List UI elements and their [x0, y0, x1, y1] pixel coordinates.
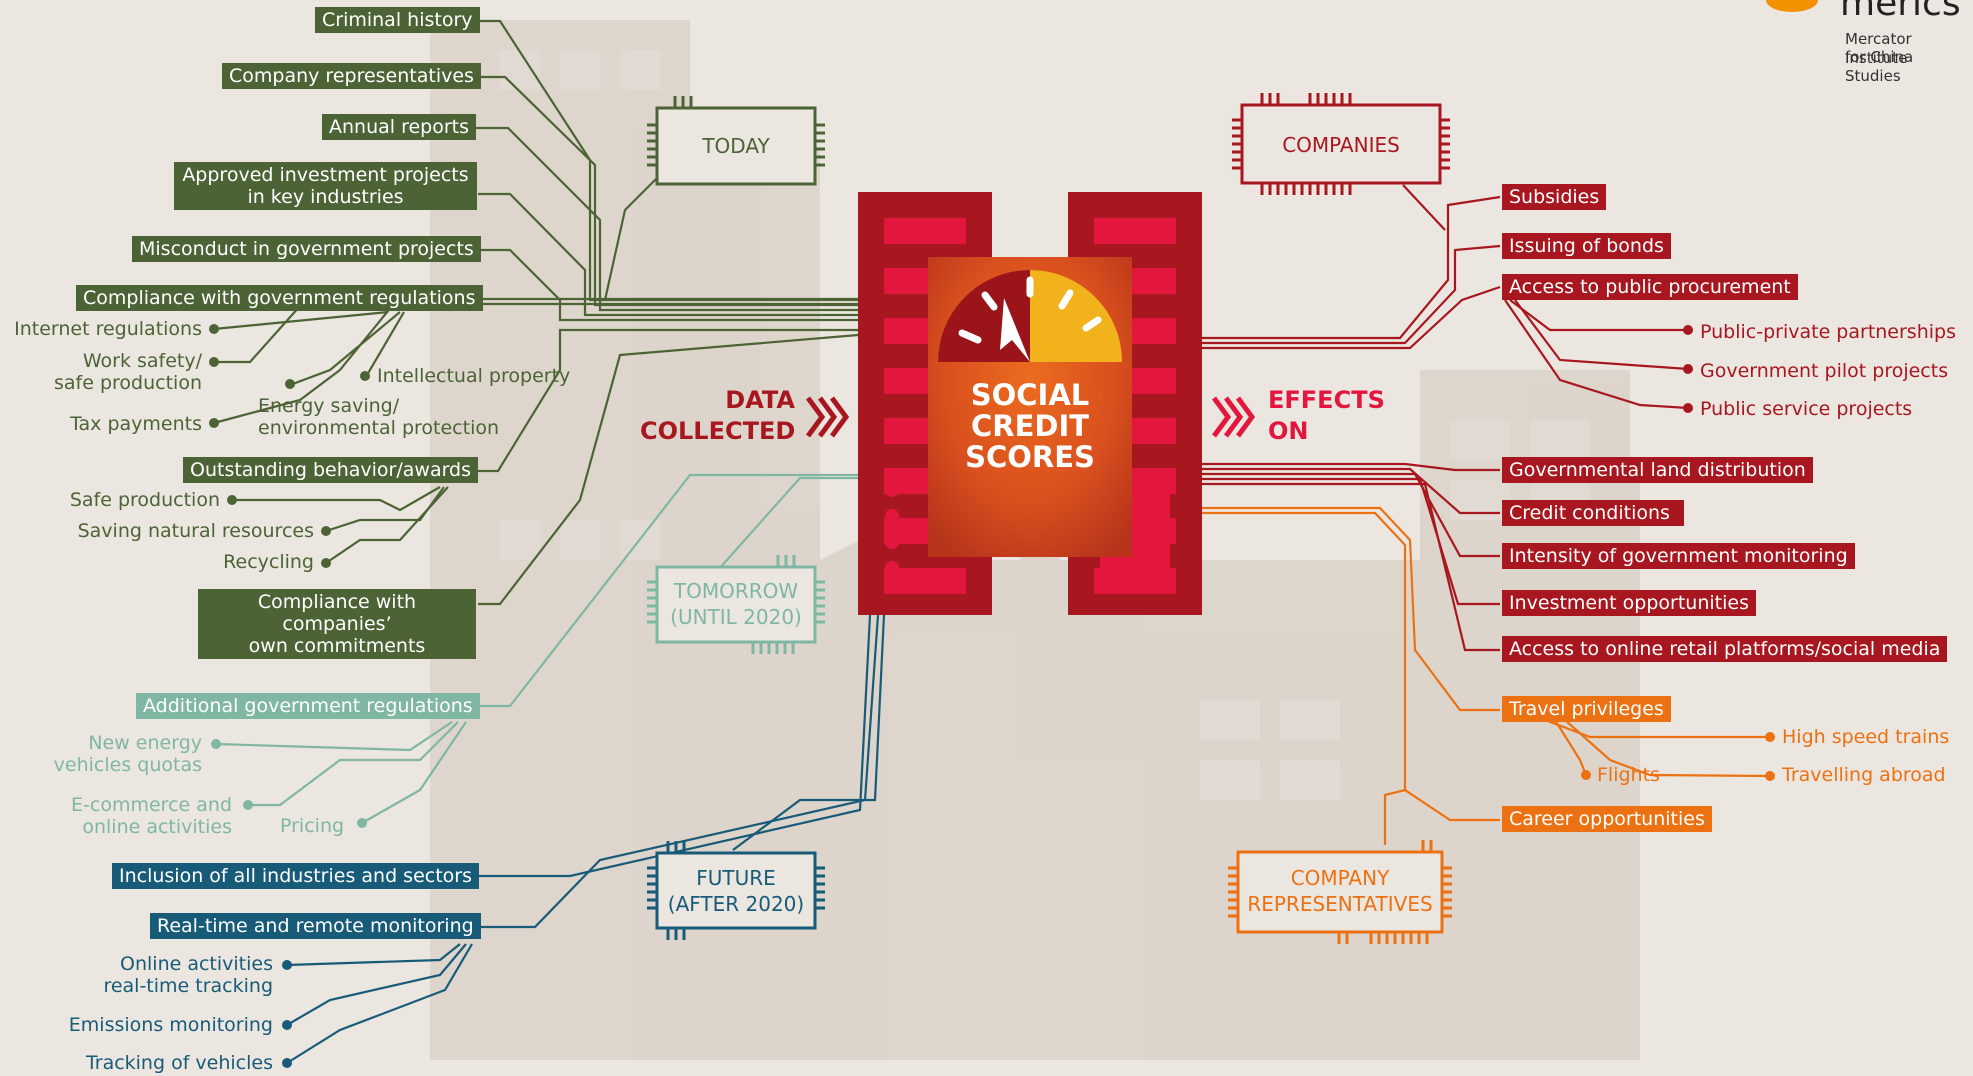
label-company-representatives: Company representatives — [222, 63, 481, 89]
effect-access-public-procurement: Access to public procurement — [1502, 274, 1798, 300]
label-additional-government-regulations: Additional government regulations — [136, 693, 480, 719]
sub-internet-regulations: Internet regulations — [8, 318, 202, 340]
sub-tracking-of-vehicles: Tracking of vehicles — [40, 1052, 273, 1074]
effect-travelling-abroad: Travelling abroad — [1782, 764, 1946, 786]
effect-governmental-land-distribution: Governmental land distribution — [1502, 457, 1813, 483]
tomorrow-chip-label: TOMORROW (UNTIL 2020) — [657, 578, 815, 630]
center-title: SOCIAL CREDIT SCORES — [928, 380, 1132, 473]
effects-on-label: EFFECTS ON — [1268, 385, 1385, 447]
label-criminal-history: Criminal history — [315, 7, 480, 33]
label-approved-investment-projects: Approved investment projects in key indu… — [174, 162, 477, 210]
sub-tax-payments: Tax payments — [8, 413, 202, 435]
merics-logo-icon — [1766, 0, 1818, 12]
label-compliance-companies-commitments: Compliance with companies’ own commitmen… — [198, 589, 476, 659]
effect-public-private-partnerships: Public-private partnerships — [1700, 321, 1956, 343]
sub-safe-production: Safe production — [20, 489, 220, 511]
data-collected-label: DATA COLLECTED — [640, 385, 795, 447]
effect-investment-opportunities: Investment opportunities — [1502, 590, 1756, 616]
effect-travel-privileges: Travel privileges — [1502, 696, 1671, 722]
today-chip-label: TODAY — [657, 133, 815, 159]
label-realtime-remote-monitoring: Real-time and remote monitoring — [150, 913, 481, 939]
brand-line-2: for China Studies — [1845, 48, 1973, 86]
effect-credit-conditions: Credit conditions — [1502, 500, 1684, 526]
future-dots — [282, 960, 292, 1068]
sub-e-commerce-online-activities: E-commerce and online activities — [20, 794, 232, 838]
label-inclusion-all-industries: Inclusion of all industries and sectors — [112, 863, 479, 889]
sub-emissions-monitoring: Emissions monitoring — [40, 1014, 273, 1036]
effect-flights: Flights — [1597, 764, 1660, 786]
label-annual-reports: Annual reports — [322, 114, 476, 140]
sub-work-safety: Work safety/ safe production — [8, 350, 202, 394]
sub-intellectual-property: Intellectual property — [377, 365, 570, 387]
effect-career-opportunities: Career opportunities — [1502, 806, 1712, 832]
effect-public-service-projects: Public service projects — [1700, 398, 1912, 420]
future-chip-label: FUTURE (AFTER 2020) — [657, 865, 815, 917]
label-misconduct-government-projects: Misconduct in government projects — [132, 236, 481, 262]
label-outstanding-behavior-awards: Outstanding behavior/awards — [183, 457, 478, 483]
sub-saving-natural-resources: Saving natural resources — [40, 520, 314, 542]
sub-pricing: Pricing — [280, 815, 344, 837]
sub-online-activities-tracking: Online activities real-time tracking — [40, 953, 273, 997]
representatives-chip-label: COMPANY REPRESENTATIVES — [1238, 865, 1442, 917]
effect-intensity-government-monitoring: Intensity of government monitoring — [1502, 543, 1855, 569]
companies-chip-label: COMPANIES — [1242, 132, 1440, 158]
sub-recycling: Recycling — [140, 551, 314, 573]
effect-government-pilot-projects: Government pilot projects — [1700, 360, 1948, 382]
effect-online-retail-platforms: Access to online retail platforms/social… — [1502, 636, 1947, 662]
sub-new-energy-vehicles-quotas: New energy vehicles quotas — [20, 732, 202, 776]
effect-high-speed-trains: High speed trains — [1782, 726, 1949, 748]
effects-on-chevrons-icon — [1214, 398, 1252, 436]
effect-issuing-of-bonds: Issuing of bonds — [1502, 233, 1671, 259]
companies-dots — [1683, 325, 1693, 413]
label-compliance-government-regulations: Compliance with government regulations — [76, 285, 483, 311]
effect-subsidies: Subsidies — [1502, 184, 1606, 210]
sub-energy-saving: Energy saving/ environmental protection — [258, 395, 499, 439]
brand-name: merics — [1840, 0, 1961, 22]
